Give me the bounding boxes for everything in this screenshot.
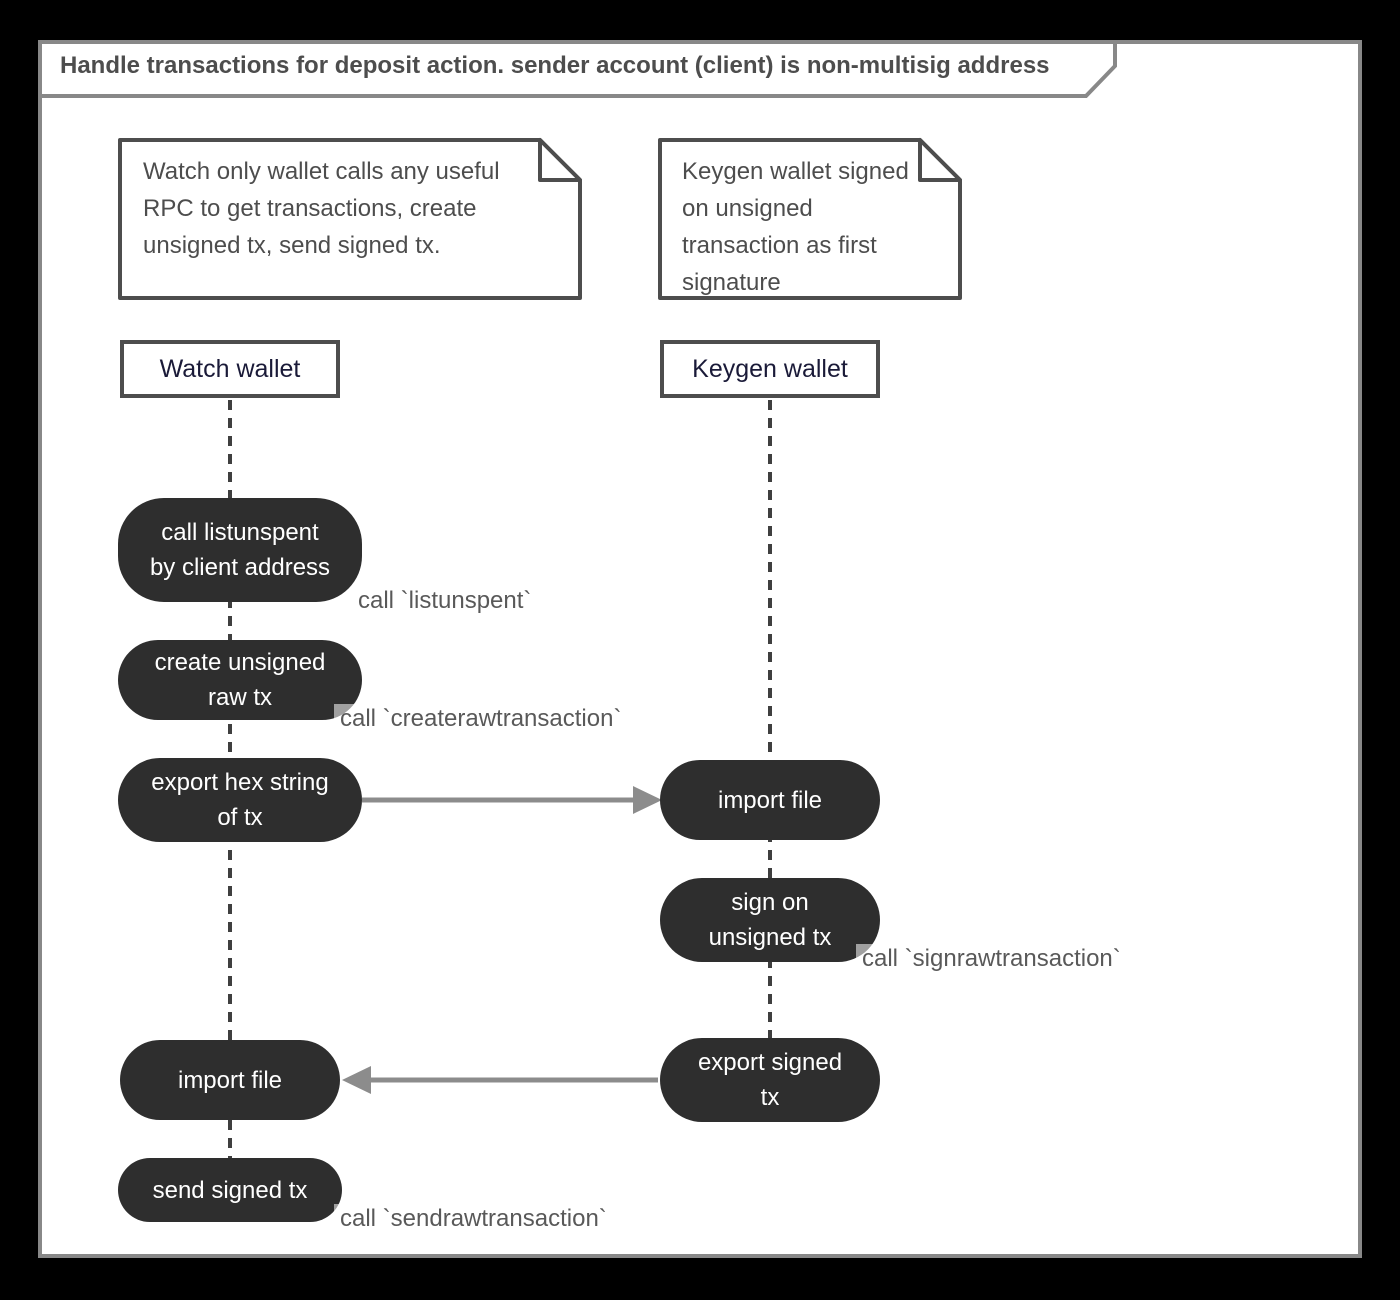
- node-call-listunspent: call listunspent by client address: [118, 498, 362, 602]
- diagram-title: Handle transactions for deposit action. …: [60, 52, 1050, 79]
- keygen-note-text: Keygen wallet signed on unsigned transac…: [682, 158, 909, 296]
- node-sign-on-unsigned-tx: sign on unsigned tx: [660, 878, 880, 962]
- arrow-export-signed-to-import: [342, 1066, 658, 1094]
- annotation-call-signrawtransaction: call `signrawtransaction`: [856, 944, 1127, 974]
- keygen-note-shape: [658, 138, 962, 300]
- title-tab-shape: [38, 40, 1117, 98]
- node-import-file-watch: import file: [120, 1040, 340, 1120]
- annotation-call-listunspent: call `listunspent`: [352, 586, 538, 616]
- annotation-call-sendrawtransaction: call `sendrawtransaction`: [334, 1204, 613, 1234]
- arrowhead-right-icon: [633, 786, 662, 814]
- node-import-file-keygen: import file: [660, 760, 880, 840]
- arrowhead-left-icon: [342, 1066, 371, 1094]
- watch-note-text: Watch only wallet calls any useful RPC t…: [143, 158, 500, 259]
- participant-keygen-wallet: Keygen wallet: [660, 340, 880, 398]
- watch-note-shape: [118, 138, 582, 300]
- participant-watch-wallet: Watch wallet: [120, 340, 340, 398]
- participant-keygen-wallet-label: Keygen wallet: [692, 354, 848, 383]
- arrow-export-hex-to-import: [362, 786, 662, 814]
- node-send-signed-tx: send signed tx: [118, 1158, 342, 1222]
- node-export-hex-string-of-tx: export hex string of tx: [118, 758, 362, 842]
- participant-watch-wallet-label: Watch wallet: [159, 354, 301, 383]
- node-create-unsigned-raw-tx: create unsigned raw tx: [118, 640, 362, 720]
- annotation-call-createrawtransaction: call `createrawtransaction`: [334, 704, 628, 734]
- node-export-signed-tx: export signed tx: [660, 1038, 880, 1122]
